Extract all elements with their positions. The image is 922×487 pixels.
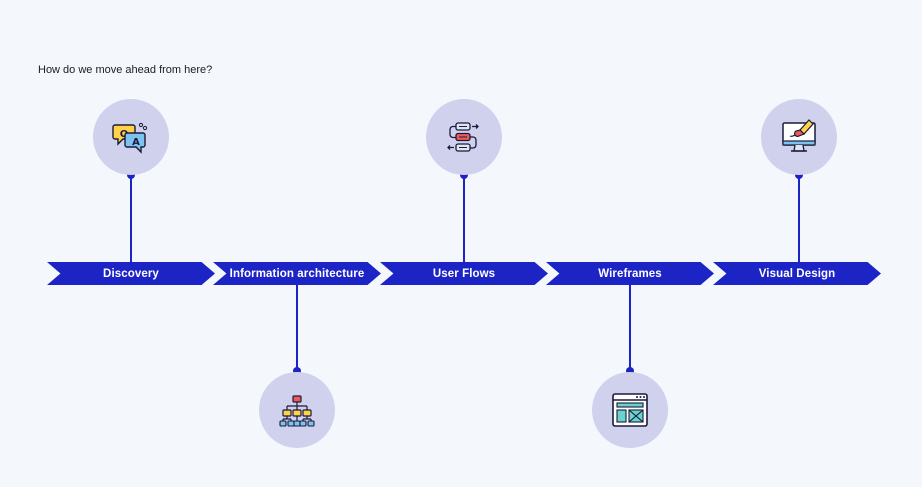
- a-letter: A: [132, 137, 140, 148]
- stage-icon-circle: Q A: [93, 99, 169, 175]
- connector-dot: [795, 171, 803, 179]
- stage-icon-circle: [426, 99, 502, 175]
- stage-discovery: Discovery: [47, 262, 215, 285]
- connector-dot: [460, 171, 468, 179]
- sitemap-icon: [277, 390, 317, 430]
- connector-line: [130, 175, 132, 262]
- q-letter: Q: [120, 129, 129, 140]
- stage-label: Discovery: [103, 267, 159, 280]
- stage-user-flows: User Flows: [380, 262, 548, 285]
- wireframe-icon: [610, 390, 650, 430]
- connector-line: [463, 175, 465, 262]
- qa-chat-icon: Q A: [111, 117, 151, 157]
- stage-wireframes: Wireframes: [546, 262, 714, 285]
- connector-dot: [293, 367, 301, 375]
- design-monitor-icon: [779, 117, 819, 157]
- stage-icon-circle: [761, 99, 837, 175]
- stage-icon-circle: [592, 372, 668, 448]
- flow-icon: [444, 117, 484, 157]
- connector-dot: [626, 367, 634, 375]
- stage-label: Visual Design: [758, 267, 836, 280]
- connector-dot: [127, 171, 135, 179]
- connector-line: [798, 175, 800, 262]
- connector-line: [296, 285, 298, 371]
- stage-label: User Flows: [432, 267, 496, 280]
- connector-line: [629, 285, 631, 371]
- question-text: How do we move ahead from here?: [38, 64, 213, 76]
- stage-label: Information architecture: [229, 267, 365, 280]
- stage-visual-design: Visual Design: [713, 262, 881, 285]
- stage-icon-circle: [259, 372, 335, 448]
- stage-information-architecture: Information architecture: [213, 262, 381, 285]
- stage-label: Wireframes: [598, 267, 662, 280]
